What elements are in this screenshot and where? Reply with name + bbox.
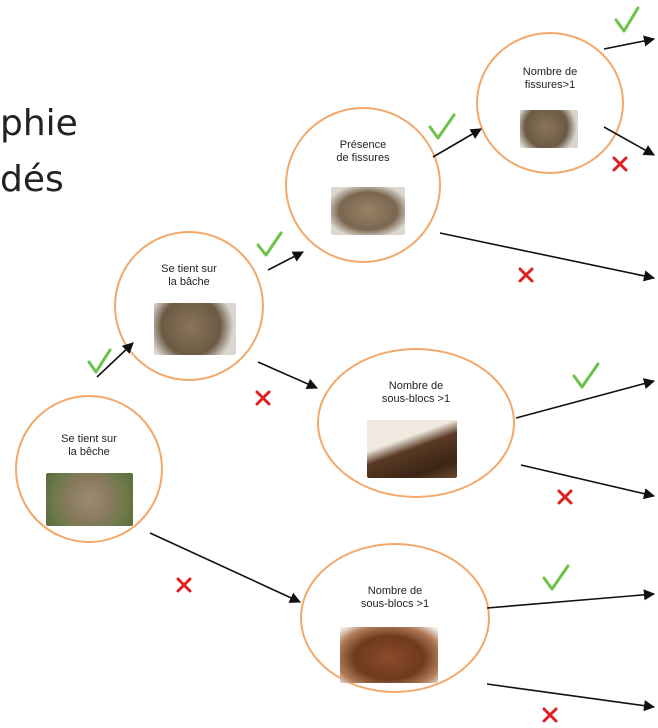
arrow-count-out-bottom bbox=[603, 126, 655, 156]
soil-photo-tarp bbox=[154, 303, 236, 355]
check-icon bbox=[542, 564, 570, 591]
soil-photo-subblocks-low bbox=[340, 627, 438, 683]
soil-photo-cracks-count bbox=[520, 110, 578, 148]
cross-icon bbox=[176, 577, 192, 593]
cross-icon bbox=[542, 707, 558, 723]
node-subblocks-mid-label: Nombre de sous-blocs >1 bbox=[381, 380, 451, 406]
arrow-low-out-bottom bbox=[486, 683, 656, 712]
arrow-root-to-tarp bbox=[96, 342, 134, 378]
node-subblocks-mid: Nombre de sous-blocs >1 bbox=[317, 348, 515, 498]
node-subblocks-low: Nombre de sous-blocs >1 bbox=[300, 543, 490, 693]
node-tarp-label: Se tient sur la bâche bbox=[161, 263, 217, 289]
node-subblocks-low-label: Nombre de sous-blocs >1 bbox=[360, 585, 430, 611]
soil-photo-root bbox=[46, 473, 133, 526]
arrow-tarp-to-cracks-presence bbox=[267, 251, 304, 271]
arrow-presence-out bbox=[439, 232, 656, 282]
arrow-mid-out-bottom bbox=[520, 464, 656, 500]
cross-icon bbox=[518, 267, 534, 283]
text-fragment-bottom: dés bbox=[0, 159, 64, 200]
cross-icon bbox=[612, 156, 628, 172]
cross-icon bbox=[557, 489, 573, 505]
soil-photo-cracks-presence bbox=[331, 187, 405, 235]
check-icon bbox=[572, 362, 600, 389]
check-icon bbox=[256, 231, 283, 257]
arrow-presence-to-count bbox=[432, 128, 482, 158]
node-cracks-count-label: Nombre de fissures>1 bbox=[522, 66, 578, 92]
node-cracks-presence: Présence de fissures bbox=[285, 107, 441, 263]
check-icon bbox=[614, 6, 640, 33]
text-fragment-top: phie bbox=[0, 103, 78, 144]
node-cracks-count: Nombre de fissures>1 bbox=[476, 32, 624, 174]
arrow-count-out-top bbox=[603, 35, 656, 50]
arrow-root-to-subblocks-low bbox=[149, 532, 302, 603]
arrow-tarp-to-subblocks-mid bbox=[257, 361, 319, 390]
check-icon bbox=[87, 348, 112, 374]
node-cracks-presence-label: Présence de fissures bbox=[336, 139, 390, 165]
soil-photo-subblocks-mid bbox=[367, 420, 457, 478]
check-icon bbox=[428, 113, 456, 140]
arrow-mid-out-top bbox=[515, 378, 656, 419]
node-tarp: Se tient sur la bâche bbox=[114, 231, 264, 381]
arrow-low-out-top bbox=[486, 589, 656, 609]
node-root-label: Se tient sur la bêche bbox=[61, 433, 117, 459]
node-root-spade: Se tient sur la bêche bbox=[15, 395, 163, 543]
cross-icon bbox=[255, 390, 271, 406]
